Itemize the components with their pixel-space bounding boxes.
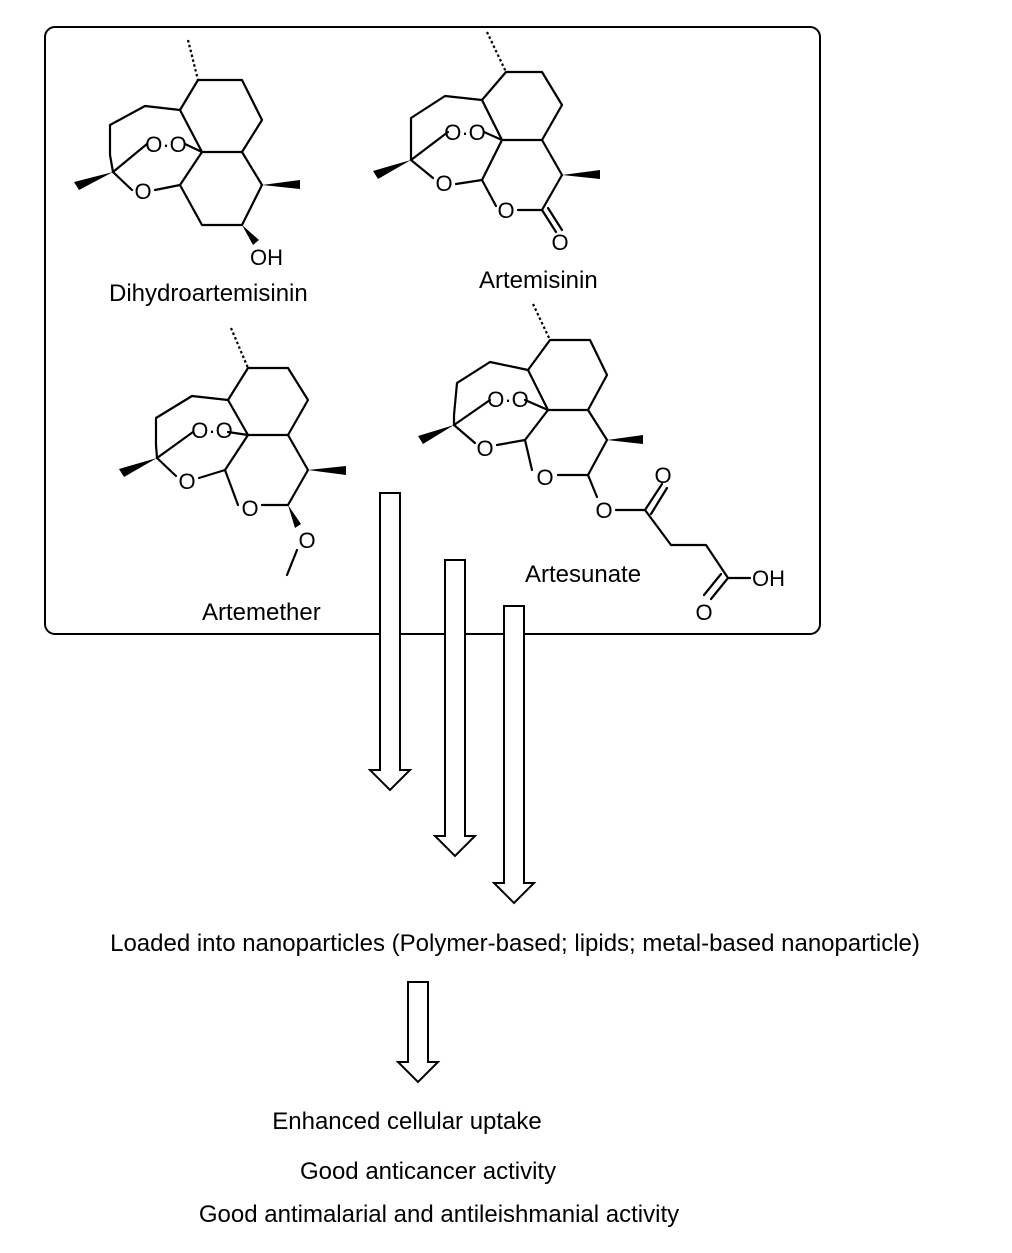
peroxide-label: O·O: [444, 120, 486, 145]
compound-name-dihydroartemisinin: Dihydroartemisinin: [109, 280, 308, 307]
oxygen-atom-label: O: [178, 469, 195, 494]
peroxide-label: O·O: [191, 418, 233, 443]
carbonyl-oxygen-label: O: [654, 463, 671, 488]
oxygen-atom-label: O: [134, 179, 151, 204]
artesunate-structure: O O·O O O O OH O: [418, 303, 785, 625]
compound-name-artemether: Artemether: [202, 599, 321, 626]
oxygen-atom-label: O: [435, 171, 452, 196]
hydroxyl-label: OH: [250, 245, 283, 270]
dihydroartemisinin-structure: O O·O OH: [74, 39, 300, 270]
carbonyl-oxygen-label: O: [551, 230, 568, 255]
peroxide-label: O·O: [487, 387, 529, 412]
artemether-structure: O O·O O O: [119, 327, 346, 577]
flow-arrow-2: [432, 559, 478, 858]
flow-arrow-1: [367, 492, 413, 792]
outcome-anticancer: Good anticancer activity: [300, 1158, 556, 1185]
hydroxyl-label: OH: [752, 566, 785, 591]
compound-name-artesunate: Artesunate: [525, 561, 641, 588]
oxygen-atom-label: O: [476, 436, 493, 461]
compound-name-artemisinin: Artemisinin: [479, 267, 598, 294]
outcome-antimalarial: Good antimalarial and antileishmanial ac…: [199, 1201, 679, 1228]
artemisinin-structure: O O·O O O: [373, 31, 600, 255]
nanoparticle-loading-step: Loaded into nanoparticles (Polymer-based…: [110, 930, 920, 957]
flow-arrow-3: [491, 605, 537, 905]
oxygen-atom-label: O: [536, 465, 553, 490]
peroxide-label: O·O: [145, 132, 187, 157]
flow-arrow-outcomes: [395, 981, 441, 1084]
ester-oxygen-label: O: [595, 498, 612, 523]
compounds-frame: [44, 26, 821, 635]
oxygen-atom-label: O: [497, 198, 514, 223]
carbonyl-oxygen-label: O: [695, 600, 712, 625]
outcome-cellular-uptake: Enhanced cellular uptake: [272, 1108, 542, 1135]
methoxy-oxygen-label: O: [298, 528, 315, 553]
oxygen-atom-label: O: [241, 496, 258, 521]
